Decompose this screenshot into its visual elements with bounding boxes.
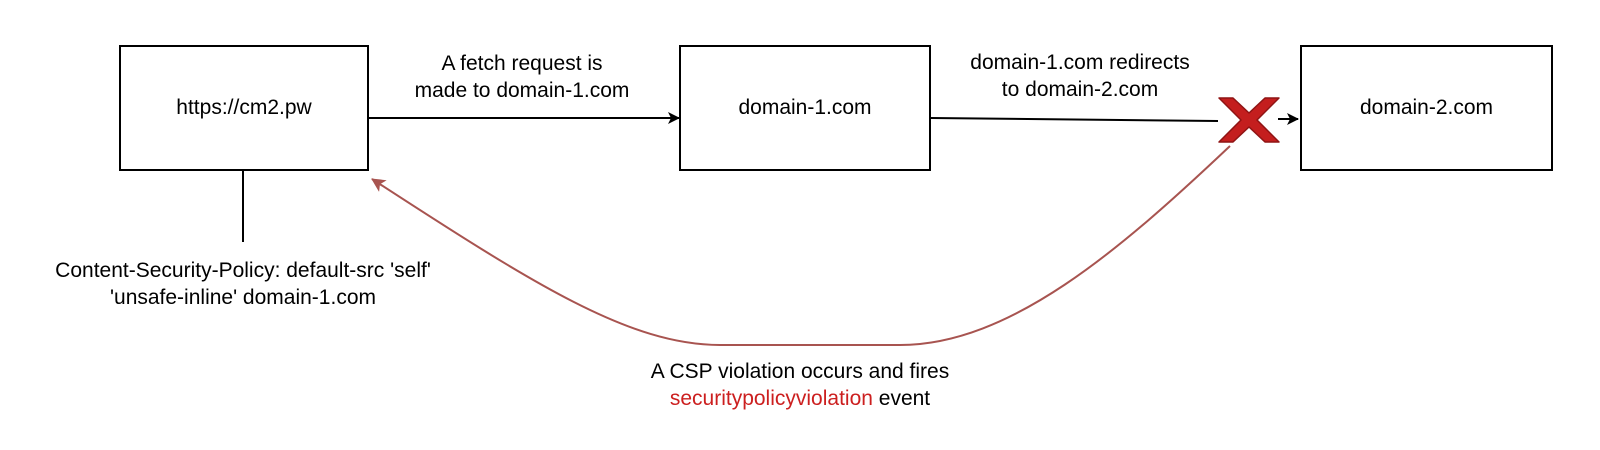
domain1-node: domain-1.com [679,45,931,171]
csp-header-line-2: 'unsafe-inline' domain-1.com [110,286,376,309]
fetch-label-line-2: made to domain-1.com [414,79,630,102]
redirect-label-line-1: domain-1.com redirects [970,51,1190,74]
violation-line-1: A CSP violation occurs and fires [650,360,950,383]
domain2-node: domain-2.com [1300,45,1553,171]
origin-node-label: https://cm2.pw [176,96,312,120]
redirect-label: domain-1.com redirects to domain-2.com [935,49,1225,103]
fetch-label: A fetch request is made to domain-1.com [372,50,672,104]
violation-text: A CSP violation occurs and fires securit… [570,358,1030,412]
x-mark-icon [1218,97,1280,143]
csp-header-text: Content-Security-Policy: default-src 'se… [10,257,476,311]
event-suffix: event [872,387,931,410]
origin-node: https://cm2.pw [119,45,369,171]
event-name: securitypolicyviolation [669,387,873,410]
redirect-line [930,117,1219,122]
csp-header-line-1: Content-Security-Policy: default-src 'se… [55,259,431,282]
redirect-label-line-2: to domain-2.com [1001,78,1159,101]
violation-line-2: securitypolicyviolation event [570,385,1030,412]
domain2-node-label: domain-2.com [1359,96,1494,120]
violation-arrow [371,145,1231,346]
domain1-node-label: domain-1.com [738,96,872,120]
fetch-label-line-1: A fetch request is [441,52,603,75]
